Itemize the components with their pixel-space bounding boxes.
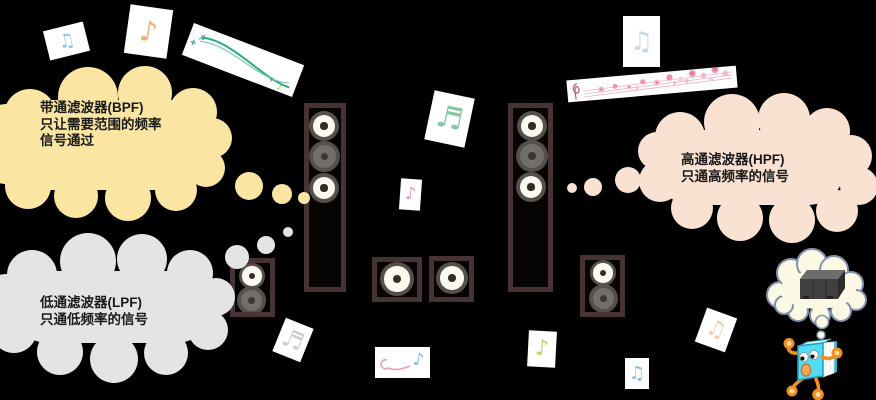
speaker-driver (590, 260, 616, 286)
cloud-core (10, 100, 210, 190)
thought-cloud-hpf: 高通滤波器(HPF) 只通高频率的信号 (560, 93, 876, 243)
green-staff-swoosh-icon: ♬ + ♪ + (188, 31, 290, 93)
music-note-card: ♪ (398, 178, 423, 211)
lpf-line2: 只通低频率的信号 (40, 311, 148, 327)
sakura-staff-icon: ♪ ♪ (572, 65, 733, 100)
cloud-tail-dot (298, 192, 310, 204)
robot-mouth (800, 363, 812, 377)
bpf-line1: 带通滤波器(BPF) (40, 100, 144, 115)
ribbon-note-glyph: ♪ (275, 80, 284, 93)
speaker-driver (517, 111, 547, 141)
svg-text:+: + (267, 74, 275, 85)
cloud-tail-dot (615, 167, 641, 193)
speaker-driver (589, 284, 618, 312)
teal-double-note-icon: ♬ (432, 98, 467, 139)
cloud-tail-dot (272, 184, 292, 204)
bubble-tail-dot (816, 330, 826, 340)
lpf-label: 低通滤波器(LPF) 只通低频率的信号 (40, 295, 148, 328)
speaker-driver (237, 286, 266, 312)
robot-legs (786, 377, 824, 400)
cloud-tail-dot (235, 172, 263, 200)
thought-cloud-lpf: 低通滤波器(LPF) 只通低频率的信号 (0, 227, 300, 385)
robot-thought-bubble (766, 248, 867, 340)
cloud-core (655, 130, 845, 205)
music-ribbon-sakura: ♪ ♪ (566, 65, 738, 103)
cloud-tail-dot (584, 178, 602, 196)
music-note-card: ♫ (623, 16, 660, 67)
center-speaker-left (372, 257, 422, 302)
robot-character (783, 338, 843, 400)
bookshelf-speaker-right (580, 255, 625, 317)
lpf-line1: 低通滤波器(LPF) (40, 295, 142, 310)
music-note-card: ♪ (375, 347, 430, 378)
pink-note-icon: ♪ (404, 183, 417, 205)
robot-right-arm (820, 347, 843, 361)
bpf-line3: 信号通过 (40, 133, 94, 148)
ribbon-note-glyph: ♬ (197, 31, 210, 45)
speaker-driver (309, 141, 340, 172)
bpf-line2: 只让需要范围的频率 (40, 116, 162, 132)
music-note-card: ♫ (42, 21, 91, 61)
robot-left-arm (783, 338, 800, 355)
pale-blue-double-note-icon: ♫ (629, 26, 654, 57)
thought-cloud-bpf: 带通滤波器(BPF) 只让需要范围的频率 信号通过 (0, 66, 320, 230)
orange-note-icon: ♪ (137, 13, 160, 49)
music-note-card: ♪ (123, 4, 174, 59)
pale-orange-double-note-icon: ♫ (702, 314, 730, 345)
treble-clef-icon (572, 83, 580, 100)
hpf-label: 高通滤波器(HPF) 只通高频率的信号 (681, 152, 789, 185)
speaker-driver (516, 172, 546, 202)
robot-face (799, 349, 819, 377)
bubble-tail-dot (814, 314, 830, 330)
music-note-card: ♫ (694, 307, 738, 353)
hpf-line1: 高通滤波器(HPF) (681, 152, 785, 167)
speaker-driver (309, 111, 339, 141)
svg-text:+: + (188, 36, 198, 50)
bpf-label: 带通滤波器(BPF) 只让需要范围的频率 信号通过 (40, 100, 162, 150)
cloud-tail-dot (567, 183, 577, 193)
amplifier-icon (800, 270, 845, 299)
pink-swirl-icon (380, 358, 411, 371)
center-speaker-right (429, 256, 474, 302)
music-note-card: ♪ (527, 330, 557, 368)
bookshelf-speaker-left (230, 258, 275, 317)
music-note-card: ♬ (424, 90, 475, 148)
music-note-card: ♫ (625, 358, 649, 389)
speaker-driver (436, 262, 468, 294)
tower-speaker-right (508, 103, 553, 292)
swirl-blue-note-icon: ♪ (411, 349, 426, 371)
ribbon-note-glyph: ♪ (673, 80, 677, 87)
speaker-driver (309, 173, 339, 203)
yellow-green-note-icon: ♪ (534, 335, 550, 362)
speaker-driver (239, 263, 265, 289)
speaker-driver (516, 140, 548, 172)
ribbon-note-glyph: ♪ (635, 85, 639, 92)
cloud-bump (90, 335, 138, 383)
blue-double-note-icon: ♫ (55, 27, 78, 54)
music-ribbon-green: ♬ + ♪ + (181, 22, 305, 98)
blue-double-note-small-icon: ♫ (628, 362, 646, 384)
sakura-flowers-icon (598, 65, 729, 93)
cloud-tail-dot (225, 245, 249, 269)
cloud-core (12, 271, 212, 343)
hpf-line2: 只通高频率的信号 (681, 168, 789, 184)
cloud-tail-dot (283, 227, 293, 237)
cloud-tail-dot (257, 236, 275, 254)
speaker-driver (380, 262, 414, 296)
